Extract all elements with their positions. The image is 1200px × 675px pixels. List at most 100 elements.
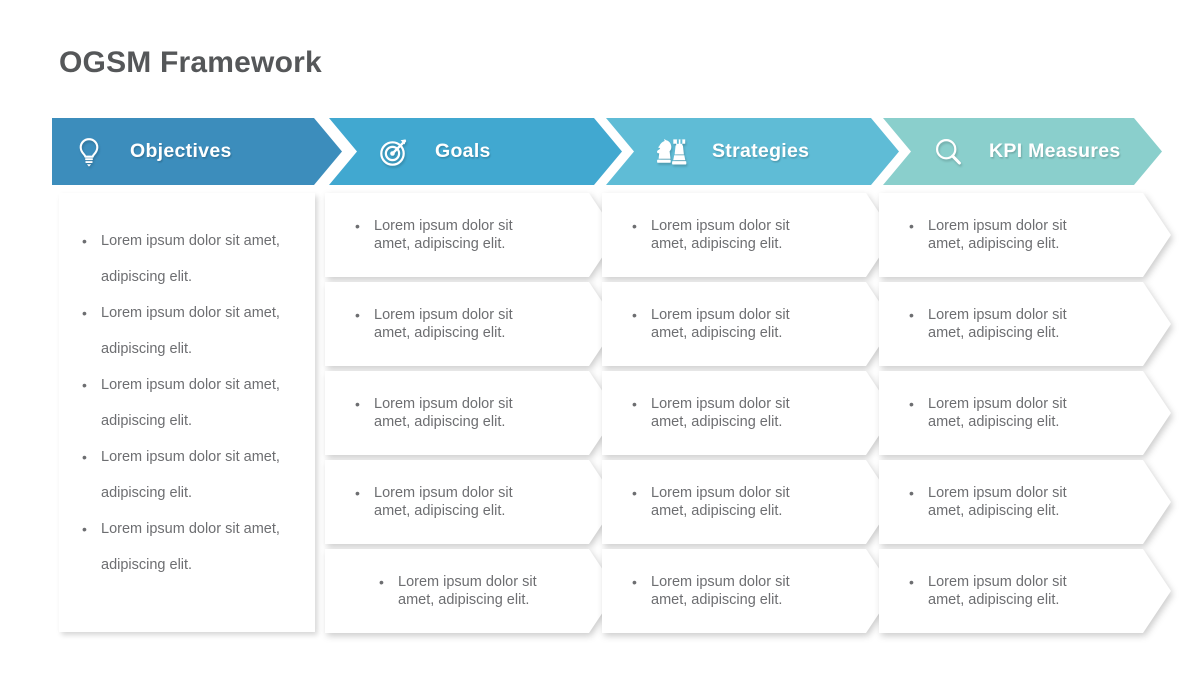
cell-line-1: Lorem ipsum dolor sit — [651, 395, 790, 412]
cell-strategies-4[interactable]: • Lorem ipsum dolor sit amet, adipiscing… — [602, 460, 894, 544]
list-item: • Lorem ipsum dolor sit amet, adipiscing… — [77, 296, 307, 367]
cell-line-2: amet, adipiscing elit. — [374, 236, 506, 252]
cell-line-2: amet, adipiscing elit. — [928, 325, 1060, 341]
cell-strategies-1[interactable]: • Lorem ipsum dolor sit amet, adipiscing… — [602, 193, 894, 277]
table-row[interactable]: • Lorem ipsum dolor sit amet, adipiscing… — [879, 193, 1171, 277]
cell-line-1: Lorem ipsum dolor sit — [374, 217, 513, 234]
cell-strategies-3[interactable]: • Lorem ipsum dolor sit amet, adipiscing… — [602, 371, 894, 455]
body-chevron-grid: • Lorem ipsum dolor sit amet, adipiscing… — [325, 193, 1165, 635]
magnifying-glass-icon — [929, 133, 967, 171]
cell-text: • Lorem ipsum dolor sit amet, adipiscing… — [626, 217, 790, 254]
table-row[interactable]: • Lorem ipsum dolor sit amet, adipiscing… — [602, 460, 894, 544]
bullet-icon: • — [82, 521, 87, 537]
cell-text: • Lorem ipsum dolor sit amet, adipiscing… — [626, 306, 790, 343]
chess-pieces-icon — [652, 133, 690, 171]
header-label-strategies: Strategies — [712, 140, 810, 162]
bullet-icon: • — [355, 484, 360, 501]
cell-line-1: Lorem ipsum dolor sit — [374, 395, 513, 412]
bullet-icon: • — [355, 306, 360, 323]
cell-text: • Lorem ipsum dolor sit amet, adipiscing… — [903, 573, 1067, 610]
cell-line-1: Lorem ipsum dolor sit — [398, 573, 537, 590]
header-label-objectives: Objectives — [130, 140, 232, 162]
table-row[interactable]: • Lorem ipsum dolor sit amet, adipiscing… — [325, 193, 617, 277]
cell-line-1: Lorem ipsum dolor sit — [374, 484, 513, 501]
bullet-icon: • — [632, 306, 637, 323]
list-item-text: Lorem ipsum dolor sit amet, adipiscing e… — [101, 233, 280, 285]
cell-kpi-5[interactable]: • Lorem ipsum dolor sit amet, adipiscing… — [879, 549, 1171, 633]
header-column-goals[interactable]: Goals — [329, 118, 622, 185]
cell-line-2: amet, adipiscing elit. — [651, 325, 783, 341]
table-row[interactable]: • Lorem ipsum dolor sit amet, adipiscing… — [879, 460, 1171, 544]
bullet-icon: • — [82, 449, 87, 465]
cell-text: • Lorem ipsum dolor sit amet, adipiscing… — [903, 306, 1067, 343]
table-row[interactable]: • Lorem ipsum dolor sit amet, adipiscing… — [879, 549, 1171, 633]
cell-goals-3[interactable]: • Lorem ipsum dolor sit amet, adipiscing… — [325, 371, 617, 455]
header-column-strategies[interactable]: Strategies — [606, 118, 899, 185]
bullet-icon: • — [632, 573, 637, 590]
table-row[interactable]: • Lorem ipsum dolor sit amet, adipiscing… — [602, 549, 894, 633]
cell-line-2: amet, adipiscing elit. — [398, 592, 530, 608]
cell-line-1: Lorem ipsum dolor sit — [651, 484, 790, 501]
cell-text: • Lorem ipsum dolor sit amet, adipiscing… — [626, 484, 790, 521]
cell-text: • Lorem ipsum dolor sit amet, adipiscing… — [349, 484, 513, 521]
cell-goals-4[interactable]: • Lorem ipsum dolor sit amet, adipiscing… — [325, 460, 617, 544]
table-row[interactable]: • Lorem ipsum dolor sit amet, adipiscing… — [602, 193, 894, 277]
objectives-panel[interactable]: • Lorem ipsum dolor sit amet, adipiscing… — [59, 193, 315, 632]
list-item-text: Lorem ipsum dolor sit amet, adipiscing e… — [101, 305, 280, 357]
cell-goals-5[interactable]: • Lorem ipsum dolor sit amet, adipiscing… — [325, 549, 617, 633]
cell-line-2: amet, adipiscing elit. — [374, 503, 506, 519]
cell-line-2: amet, adipiscing elit. — [651, 414, 783, 430]
bullet-icon: • — [632, 484, 637, 501]
cell-line-1: Lorem ipsum dolor sit — [928, 306, 1067, 323]
table-row[interactable]: • Lorem ipsum dolor sit amet, adipiscing… — [325, 460, 617, 544]
cell-goals-2[interactable]: • Lorem ipsum dolor sit amet, adipiscing… — [325, 282, 617, 366]
list-item: • Lorem ipsum dolor sit amet, adipiscing… — [77, 224, 307, 295]
bullet-icon: • — [355, 217, 360, 234]
cell-line-1: Lorem ipsum dolor sit — [651, 573, 790, 590]
list-item-text: Lorem ipsum dolor sit amet, adipiscing e… — [101, 449, 280, 501]
table-row[interactable]: • Lorem ipsum dolor sit amet, adipiscing… — [602, 282, 894, 366]
cell-line-1: Lorem ipsum dolor sit — [928, 217, 1067, 234]
bullet-icon: • — [632, 217, 637, 234]
cell-text: • Lorem ipsum dolor sit amet, adipiscing… — [903, 395, 1067, 432]
cell-line-2: amet, adipiscing elit. — [928, 503, 1060, 519]
cell-text: • Lorem ipsum dolor sit amet, adipiscing… — [373, 573, 537, 610]
bullet-icon: • — [632, 395, 637, 412]
cell-kpi-1[interactable]: • Lorem ipsum dolor sit amet, adipiscing… — [879, 193, 1171, 277]
lightbulb-icon — [70, 133, 108, 171]
page-title: OGSM Framework — [59, 46, 322, 79]
cell-line-1: Lorem ipsum dolor sit — [651, 306, 790, 323]
table-row[interactable]: • Lorem ipsum dolor sit amet, adipiscing… — [602, 371, 894, 455]
cell-line-1: Lorem ipsum dolor sit — [928, 484, 1067, 501]
cell-kpi-4[interactable]: • Lorem ipsum dolor sit amet, adipiscing… — [879, 460, 1171, 544]
cell-strategies-2[interactable]: • Lorem ipsum dolor sit amet, adipiscing… — [602, 282, 894, 366]
cell-text: • Lorem ipsum dolor sit amet, adipiscing… — [626, 573, 790, 610]
table-row[interactable]: • Lorem ipsum dolor sit amet, adipiscing… — [879, 282, 1171, 366]
objectives-list: • Lorem ipsum dolor sit amet, adipiscing… — [77, 224, 307, 584]
table-row[interactable]: • Lorem ipsum dolor sit amet, adipiscing… — [325, 549, 617, 633]
bullet-icon: • — [909, 484, 914, 501]
header-chevron-row: Objectives Goals — [52, 118, 1162, 185]
target-arrow-icon — [375, 133, 413, 171]
cell-strategies-5[interactable]: • Lorem ipsum dolor sit amet, adipiscing… — [602, 549, 894, 633]
cell-line-2: amet, adipiscing elit. — [928, 414, 1060, 430]
bullet-icon: • — [82, 377, 87, 393]
header-column-objectives[interactable]: Objectives — [52, 118, 342, 185]
bullet-icon: • — [909, 573, 914, 590]
table-row[interactable]: • Lorem ipsum dolor sit amet, adipiscing… — [325, 371, 617, 455]
table-row[interactable]: • Lorem ipsum dolor sit amet, adipiscing… — [325, 282, 617, 366]
header-column-kpi-measures[interactable]: KPI Measures — [883, 118, 1162, 185]
cell-line-2: amet, adipiscing elit. — [928, 592, 1060, 608]
cell-line-1: Lorem ipsum dolor sit — [651, 217, 790, 234]
cell-kpi-2[interactable]: • Lorem ipsum dolor sit amet, adipiscing… — [879, 282, 1171, 366]
cell-line-2: amet, adipiscing elit. — [374, 414, 506, 430]
bullet-icon: • — [82, 233, 87, 249]
list-item: • Lorem ipsum dolor sit amet, adipiscing… — [77, 512, 307, 583]
header-label-kpi-measures: KPI Measures — [989, 140, 1121, 162]
cell-line-2: amet, adipiscing elit. — [374, 325, 506, 341]
table-row[interactable]: • Lorem ipsum dolor sit amet, adipiscing… — [879, 371, 1171, 455]
list-item-text: Lorem ipsum dolor sit amet, adipiscing e… — [101, 521, 280, 573]
cell-goals-1[interactable]: • Lorem ipsum dolor sit amet, adipiscing… — [325, 193, 617, 277]
cell-line-2: amet, adipiscing elit. — [651, 592, 783, 608]
cell-kpi-3[interactable]: • Lorem ipsum dolor sit amet, adipiscing… — [879, 371, 1171, 455]
